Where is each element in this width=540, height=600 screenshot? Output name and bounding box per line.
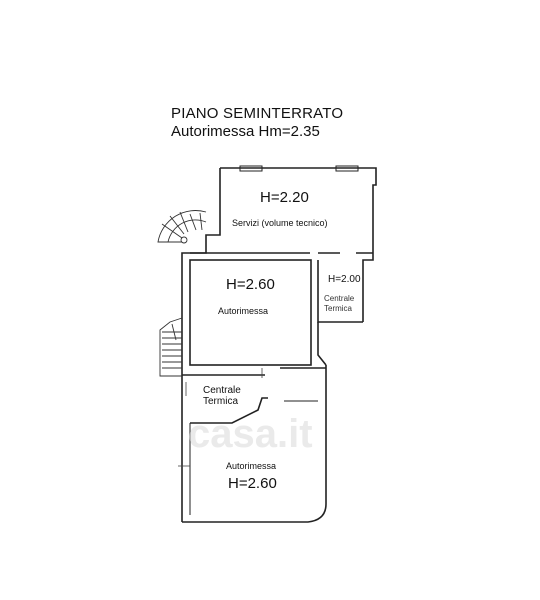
autorimessa-lower-height: H=2.60	[228, 475, 277, 492]
autorimessa-lower-label: Autorimessa	[226, 461, 277, 471]
servizi-label: Servizi (volume tecnico)	[232, 218, 328, 228]
lower-north-wall	[182, 367, 326, 376]
autorimessa-upper-room	[189, 259, 312, 366]
ne-chamfer	[317, 322, 327, 366]
north-east-wall	[220, 167, 377, 322]
centrale-upper-label-2: Termica	[324, 304, 353, 313]
centrale-upper-label-1: Centrale	[324, 294, 355, 303]
plan-title: PIANO SEMINTERRATO	[171, 105, 344, 122]
south-east-wall	[182, 365, 327, 523]
autorimessa-upper-label: Autorimessa	[218, 306, 269, 316]
west-stair	[159, 317, 183, 377]
misc-marks	[178, 368, 263, 467]
servizi-height: H=2.20	[260, 189, 309, 206]
watermark: casa.it	[188, 412, 313, 456]
centrale-upper-height: H=2.00	[328, 274, 361, 285]
plan-subtitle: Autorimessa Hm=2.35	[171, 123, 320, 140]
centrale-lower-label-1: Centrale	[203, 385, 241, 396]
spiral-stair	[157, 210, 207, 244]
autorimessa-upper-height: H=2.60	[226, 276, 275, 293]
north-windows	[239, 165, 359, 172]
centrale-lower-label-2: Termica	[203, 396, 239, 407]
west-wall-upper	[181, 168, 221, 375]
centrale-lower-partition	[190, 397, 268, 424]
